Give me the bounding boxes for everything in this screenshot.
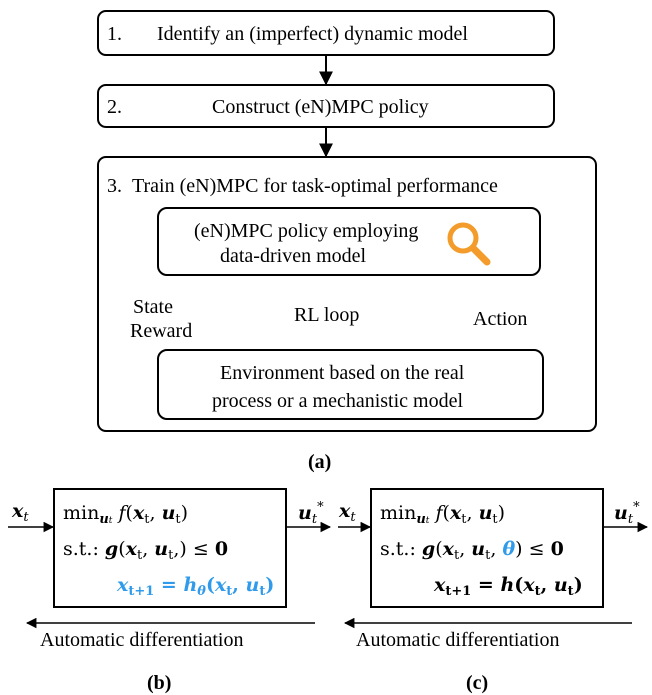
step2-text: Construct (eN)MPC policy [212,96,429,118]
c-autodiff-label: Automatic differentiation [356,629,560,651]
policy-box: (eN)MPC policy employing data-driven mod… [157,207,541,276]
reward-label: Reward [130,320,193,342]
action-label: Action [473,308,528,330]
environment-box: Environment based on the real process or… [157,349,544,420]
magnifier-icon [447,222,491,266]
step1-number: 1. [107,23,122,45]
b-formulation-box: minut f(xt, ut) s.t.: g(xt, ut,) ≤ 0 xt+… [53,488,287,608]
env-line1: Environment based on the real [220,362,465,384]
step3-text: Train (eN)MPC for task-optimal performan… [132,175,498,197]
policy-line2: data-driven model [220,245,367,267]
step2-box: 2. Construct (eN)MPC policy [97,84,555,128]
b-autodiff-label: Automatic differentiation [40,629,244,651]
c-output-label: ut* [614,500,640,527]
state-label: State [133,296,173,318]
step1-text: Identify an (imperfect) dynamic model [157,23,468,45]
step3-number: 3. [107,175,122,197]
caption-a: (a) [308,451,332,473]
c-input-label: xt [339,500,356,525]
b-row2: s.t.: g(xt, ut,) ≤ 0 [63,538,229,563]
policy-line1: (eN)MPC policy employing [194,220,419,242]
step2-number: 2. [107,96,122,118]
b-output-label: ut* [298,500,324,527]
step1-box: 1. Identify an (imperfect) dynamic model [97,10,555,56]
c-row1: minut f(xt, ut) [380,502,506,527]
caption-c: (c) [466,672,489,694]
c-row3: xt+1 = h(xt, ut) [434,574,583,599]
b-row1: minut f(xt, ut) [63,502,189,527]
env-line2: process or a mechanistic model [212,390,464,412]
caption-b: (b) [147,672,172,694]
c-row2: s.t.: g(xt, ut, θ) ≤ 0 [380,538,564,563]
b-input-label: xt [12,500,29,525]
rl-loop-label: RL loop [294,304,360,326]
b-row3: xt+1 = hθ(xt, ut) [117,574,275,599]
c-formulation-box: minut f(xt, ut) s.t.: g(xt, ut, θ) ≤ 0 x… [370,488,604,608]
